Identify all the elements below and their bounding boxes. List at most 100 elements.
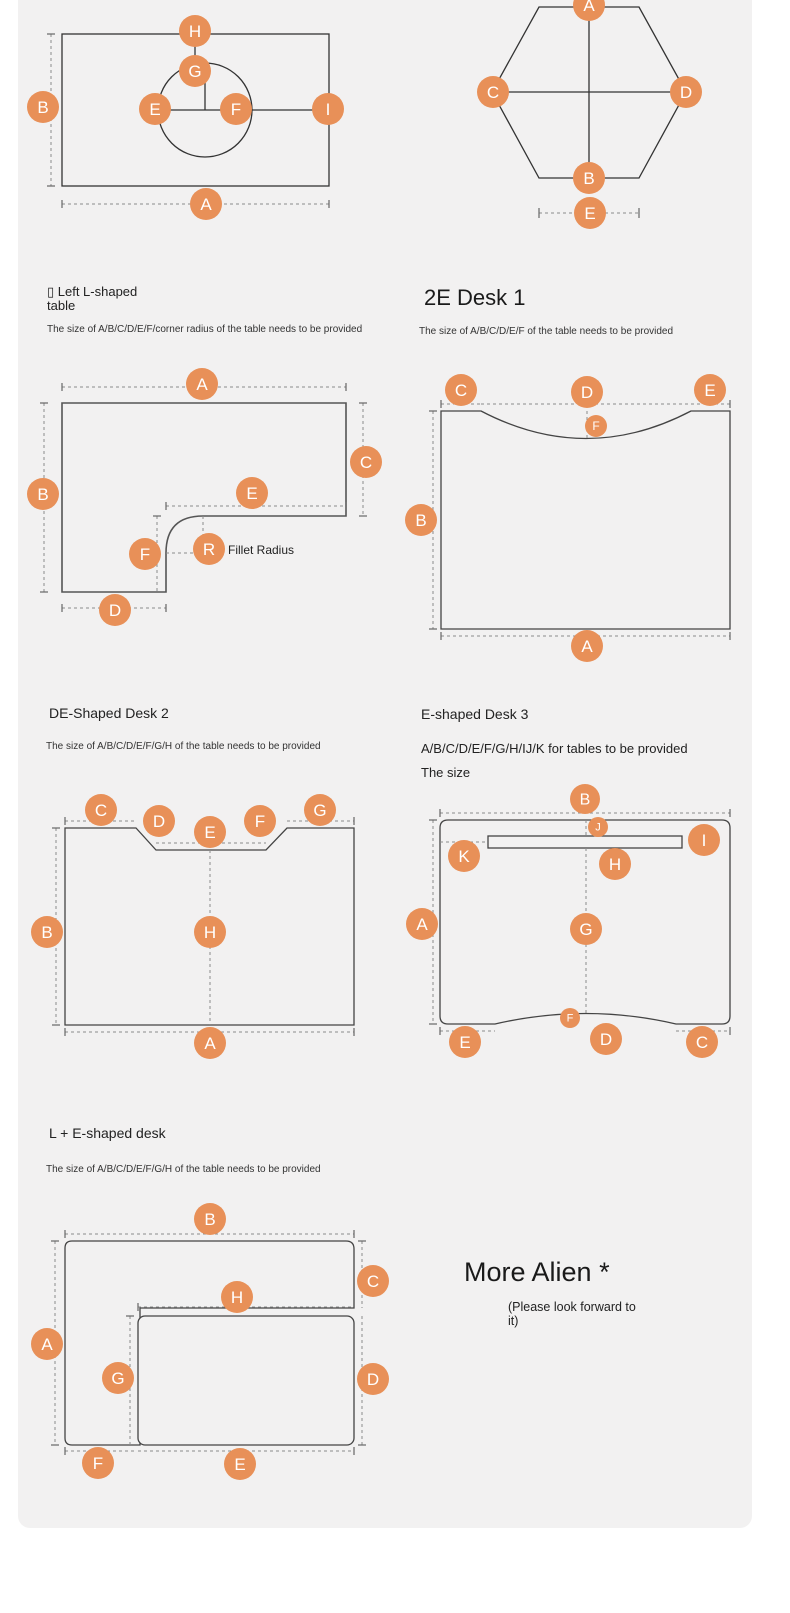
badge-circle xyxy=(221,1281,253,1313)
badge-letter: E xyxy=(234,1455,245,1474)
badge-circle xyxy=(449,1026,481,1058)
badge-lshape-a: A xyxy=(186,368,218,400)
badge-letter: F xyxy=(93,1454,103,1473)
badge-de-f: F xyxy=(244,805,276,837)
badge-desk2e-c: C xyxy=(445,374,477,406)
badge-circle xyxy=(143,805,175,837)
badge-le-c: C xyxy=(357,1265,389,1297)
badge-lshape-r: R xyxy=(193,533,225,565)
badge-circle xyxy=(224,1448,256,1480)
badge-le-g: G xyxy=(102,1362,134,1394)
badge-hex-d: D xyxy=(670,76,702,108)
badge-letter: E xyxy=(459,1033,470,1052)
badge-hex-c: C xyxy=(477,76,509,108)
left-l-shaped-table-diagram xyxy=(40,383,367,612)
badge-circle xyxy=(99,594,131,626)
badge-circle xyxy=(304,794,336,826)
badge-letter: I xyxy=(702,831,707,850)
badge-circle xyxy=(574,197,606,229)
badge-circle xyxy=(82,1447,114,1479)
badge-desk2e-a: A xyxy=(571,630,603,662)
badge-le-b: B xyxy=(194,1203,226,1235)
badge-desk2e-b: B xyxy=(405,504,437,536)
left-l-shaped-note: The size of A/B/C/D/E/F/corner radius of… xyxy=(47,324,363,335)
badge-letter: C xyxy=(696,1033,708,1052)
badge-letter: B xyxy=(204,1210,215,1229)
badge-circle xyxy=(85,794,117,826)
badge-circle xyxy=(194,1027,226,1059)
badge-edesk-d: D xyxy=(590,1023,622,1055)
le-desk-title: L + E-shaped desk xyxy=(49,1125,166,1141)
badge-circle xyxy=(694,374,726,406)
badge-circle xyxy=(220,93,252,125)
badge-edesk-g: G xyxy=(570,913,602,945)
badge-hex-a: A xyxy=(573,0,605,21)
badge-circle xyxy=(31,916,63,948)
badge-letter: C xyxy=(360,453,372,472)
badge-desk2e-f: F xyxy=(585,415,607,437)
badge-circle xyxy=(194,1203,226,1235)
badge-lshape-c: C xyxy=(350,446,382,478)
badge-circle xyxy=(588,817,608,837)
badge-circle xyxy=(179,55,211,87)
badge-letter: D xyxy=(581,383,593,402)
badge-le-e: E xyxy=(224,1448,256,1480)
badge-letter: D xyxy=(367,1370,379,1389)
badge-de-b: B xyxy=(31,916,63,948)
badge-letter: G xyxy=(111,1369,124,1388)
badge-lshape-b: B xyxy=(27,478,59,510)
badge-letter: B xyxy=(415,511,426,530)
badge-letter: B xyxy=(41,923,52,942)
badge-rect-i: I xyxy=(312,93,344,125)
badge-de-h: H xyxy=(194,916,226,948)
badge-letter: B xyxy=(37,98,48,117)
badge-circle xyxy=(573,0,605,21)
badge-letter: F xyxy=(592,419,599,433)
badge-le-h: H xyxy=(221,1281,253,1313)
badge-circle xyxy=(193,533,225,565)
badge-de-e: E xyxy=(194,816,226,848)
badge-letter: D xyxy=(109,601,121,620)
badge-le-a: A xyxy=(31,1328,63,1360)
badge-circle xyxy=(350,446,382,478)
desk-2e-diagram xyxy=(429,400,731,640)
badge-circle xyxy=(194,816,226,848)
badge-letter: A xyxy=(196,375,208,394)
badge-letter: H xyxy=(189,22,201,41)
badge-letter: E xyxy=(246,484,257,503)
badge-edesk-b: B xyxy=(570,784,600,814)
badge-rect-e: E xyxy=(139,93,171,125)
badge-letter: E xyxy=(204,823,215,842)
more-alien-title: More Alien * xyxy=(464,1257,610,1287)
left-l-shaped-title: ▯ Left L-shaped table xyxy=(47,285,137,313)
left-l-shaped-title-line1: ▯ Left L-shaped xyxy=(47,284,138,299)
badge-circle xyxy=(27,478,59,510)
badge-circle xyxy=(406,908,438,940)
badge-circle xyxy=(670,76,702,108)
badge-circle xyxy=(570,784,600,814)
badge-edesk-c: C xyxy=(686,1026,718,1058)
badge-letter: A xyxy=(41,1335,53,1354)
fillet-radius-label: Fillet Radius xyxy=(228,543,295,557)
badge-letter: F xyxy=(567,1013,574,1025)
badge-circle xyxy=(31,1328,63,1360)
badge-edesk-e: E xyxy=(449,1026,481,1058)
more-alien-subtitle: (Please look forward to it) xyxy=(508,1300,636,1328)
e-desk-title: E-shaped Desk 3 xyxy=(421,706,529,722)
e-desk-note-line2: The size xyxy=(421,765,471,780)
badge-rect-f: F xyxy=(220,93,252,125)
badge-circle xyxy=(102,1362,134,1394)
badge-edesk-h: H xyxy=(599,848,631,880)
badge-letter: G xyxy=(579,920,592,939)
badge-de-g: G xyxy=(304,794,336,826)
badge-letter: B xyxy=(580,791,591,808)
desk-2e-title: 2E Desk 1 xyxy=(424,285,526,310)
badge-lshape-d: D xyxy=(99,594,131,626)
badge-circle xyxy=(585,415,607,437)
badge-letter: E xyxy=(704,381,715,400)
le-desk-note: The size of A/B/C/D/E/F/G/H of the table… xyxy=(46,1164,321,1175)
badge-circle xyxy=(190,188,222,220)
badge-lshape-f: F xyxy=(129,538,161,570)
badge-letter: H xyxy=(609,855,621,874)
badge-circle xyxy=(560,1008,580,1028)
